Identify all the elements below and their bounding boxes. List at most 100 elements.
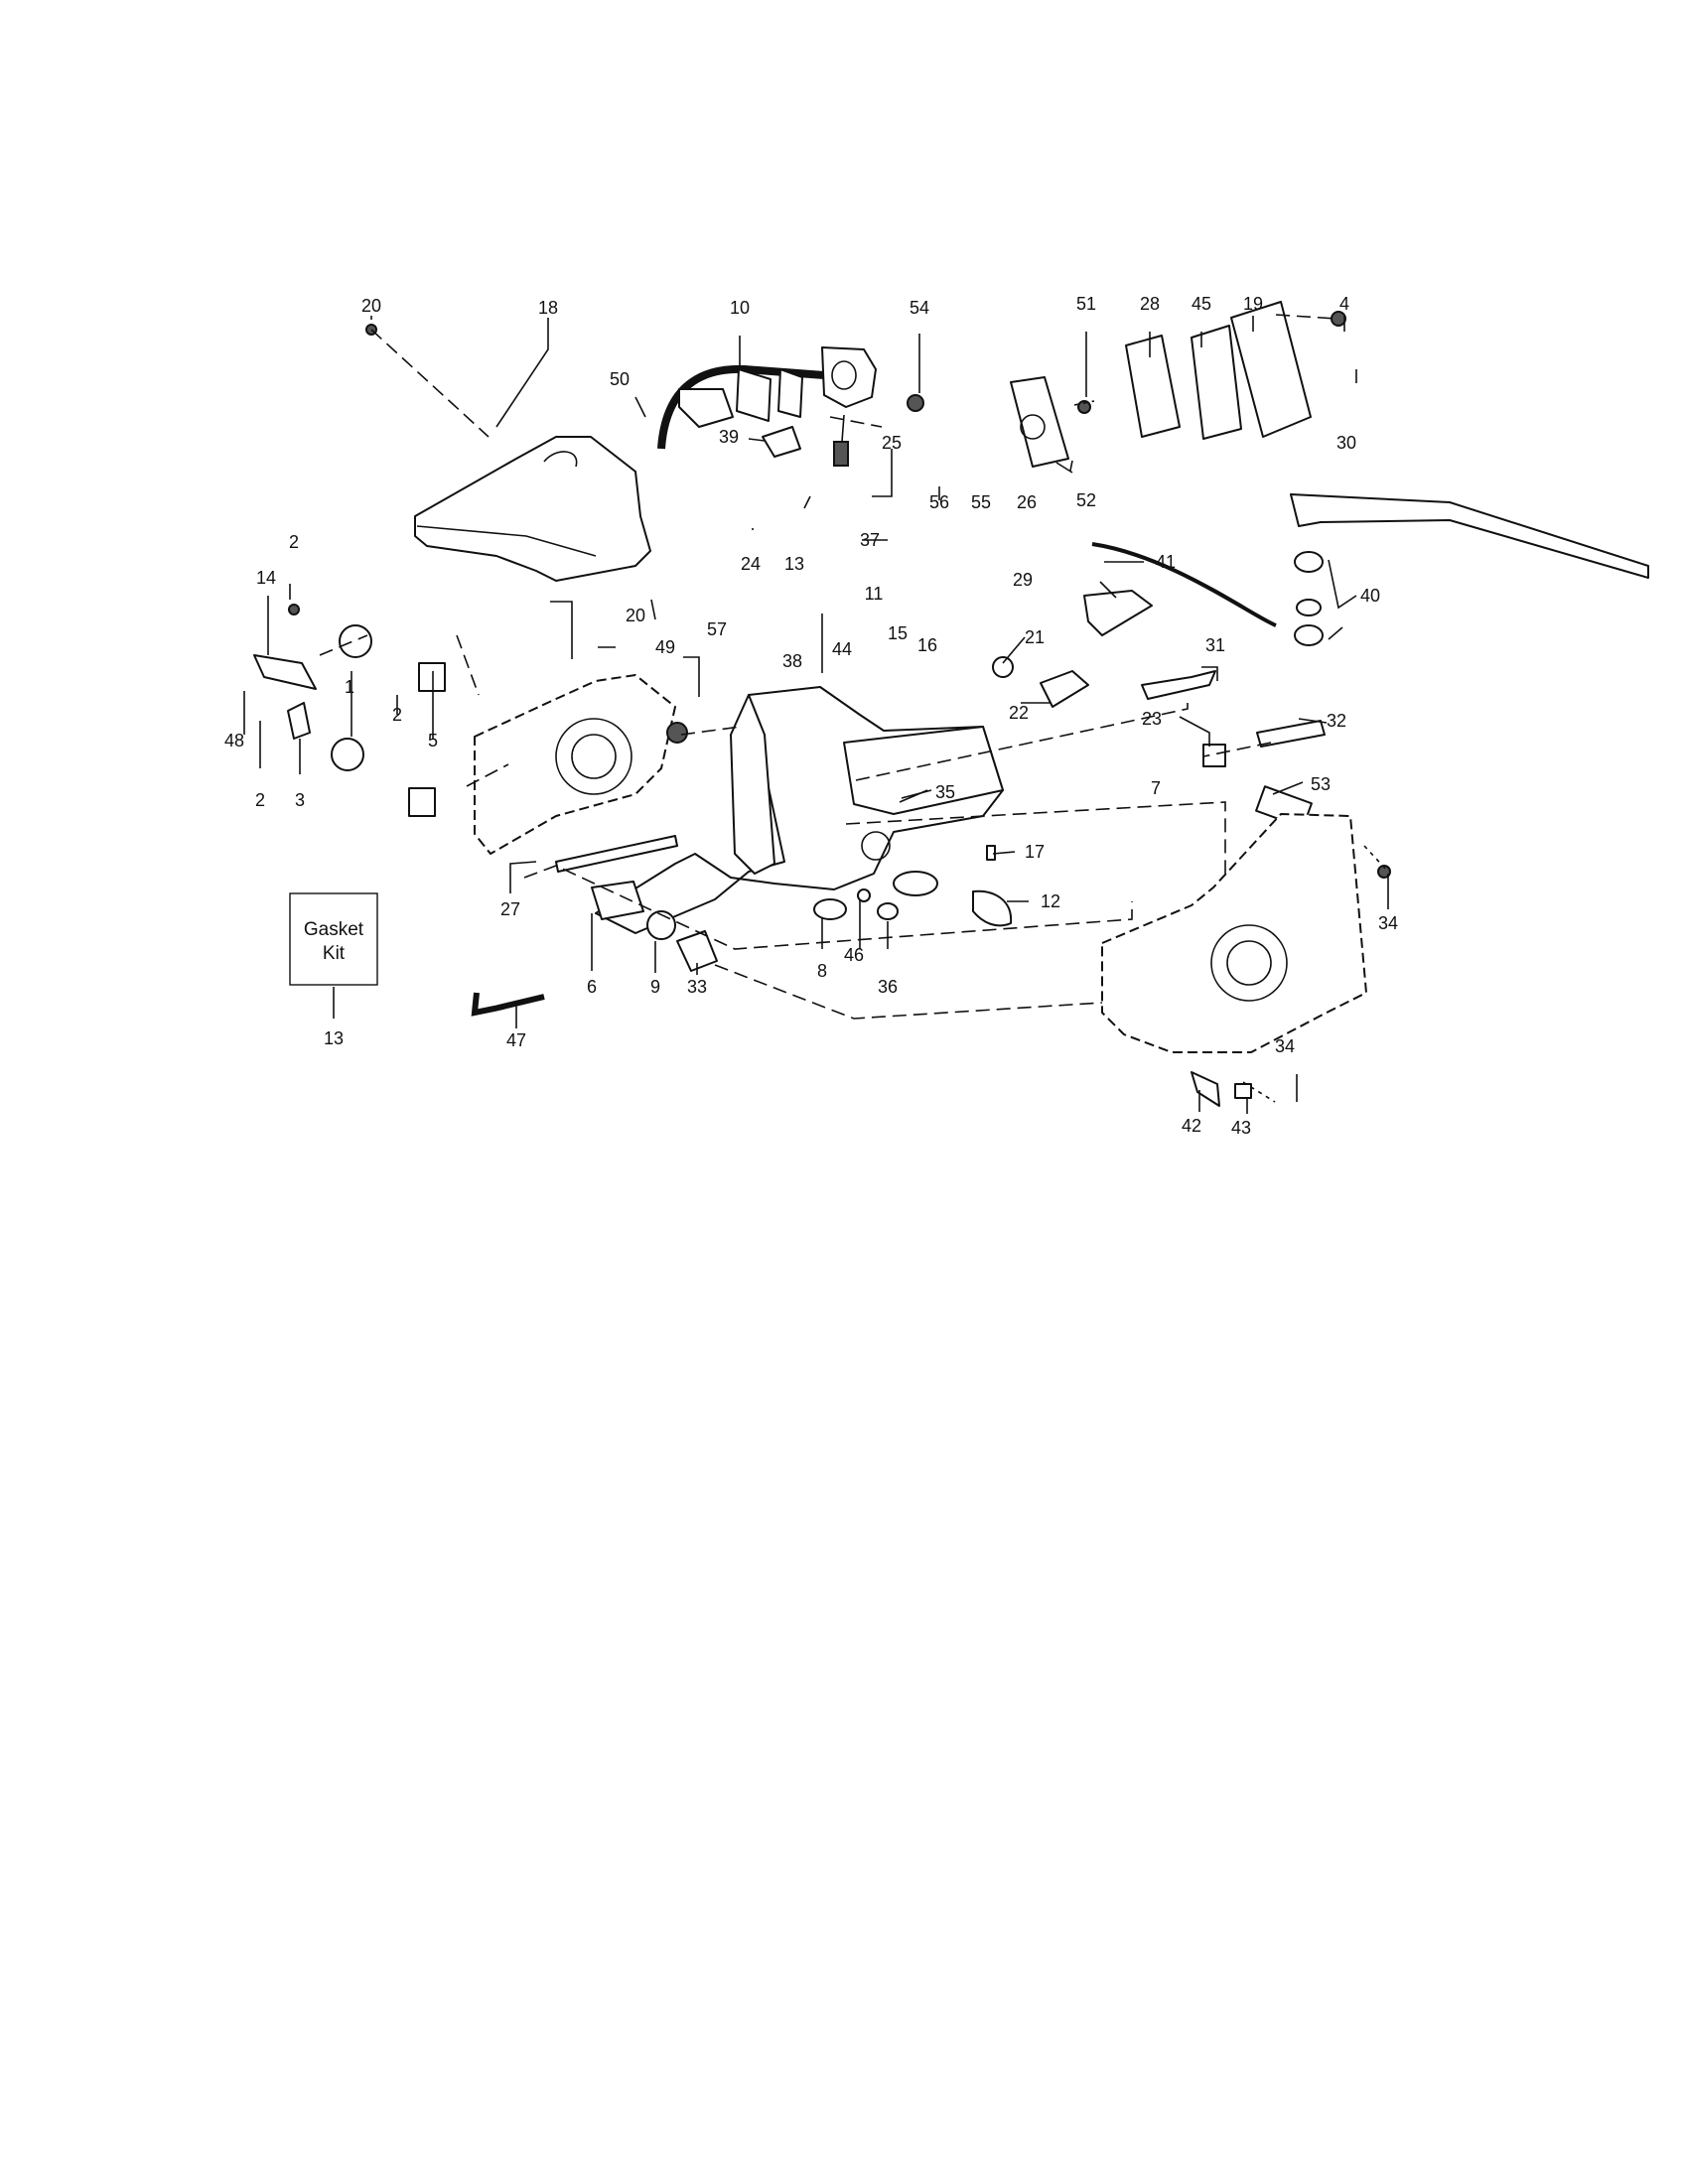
screw-34-part xyxy=(1377,865,1391,879)
callout-25: 25 xyxy=(882,433,902,453)
callout-44: 44 xyxy=(832,639,852,659)
gasket-kit-line2: Kit xyxy=(323,943,346,964)
callout-50: 50 xyxy=(610,369,630,389)
long-bolt-part xyxy=(555,835,678,873)
throttle-lock-part xyxy=(1040,670,1089,708)
callout-35: 35 xyxy=(935,782,955,802)
callout-6: 6 xyxy=(587,977,597,997)
gasket-kit-box: Gasket Kit xyxy=(289,892,378,986)
callout-27: 27 xyxy=(500,899,520,919)
spring-bumper-part xyxy=(676,930,718,972)
callout-16: 16 xyxy=(917,635,937,655)
callout-38: 38 xyxy=(782,651,802,671)
spring-part xyxy=(992,656,1014,678)
callout-48: 48 xyxy=(224,731,244,751)
air-filter-part xyxy=(1125,335,1181,438)
callout-11: 11 xyxy=(865,584,884,604)
callout-12: 12 xyxy=(1041,891,1060,911)
callout-2-c: 2 xyxy=(255,790,265,810)
damper-upper-part xyxy=(339,624,372,658)
callout-56: 56 xyxy=(929,492,949,512)
callout-22: 22 xyxy=(1009,703,1029,723)
screw-part xyxy=(857,888,871,902)
bolt-17-part xyxy=(986,845,996,861)
cap-54-part xyxy=(907,394,924,412)
nut-4-part xyxy=(1331,311,1346,327)
callout-10: 10 xyxy=(730,298,750,318)
callout-43: 43 xyxy=(1231,1118,1251,1138)
callout-9: 9 xyxy=(650,977,660,997)
fuel-pump-part xyxy=(762,426,801,458)
callout-32: 32 xyxy=(1327,711,1346,731)
callout-40: 40 xyxy=(1360,586,1380,606)
callout-18: 18 xyxy=(538,298,558,318)
plug-part xyxy=(813,898,847,920)
callout-47: 47 xyxy=(506,1030,526,1050)
bar-nut-part xyxy=(1202,744,1226,767)
callout-8: 8 xyxy=(817,961,827,981)
callout-33: 33 xyxy=(687,977,707,997)
callout-4: 4 xyxy=(1339,294,1349,314)
switch-knob-part xyxy=(1296,599,1322,616)
callout-21: 21 xyxy=(1025,627,1045,647)
top-cover-part xyxy=(414,436,651,582)
callout-31: 31 xyxy=(1205,635,1225,655)
callout-37: 37 xyxy=(860,530,880,550)
callout-20-top: 20 xyxy=(361,296,381,316)
filter-screen-part xyxy=(1191,325,1242,440)
right-crankcase-part xyxy=(1101,813,1367,1053)
gasket-kit-line1: Gasket xyxy=(304,919,364,940)
nut-43-part xyxy=(1234,1083,1252,1099)
callout-46: 46 xyxy=(844,945,864,965)
callout-24: 24 xyxy=(741,554,761,574)
callout-2-a: 2 xyxy=(289,532,299,552)
buffer-upper-part xyxy=(418,662,446,692)
callout-34-b: 34 xyxy=(1275,1036,1295,1056)
callout-51: 51 xyxy=(1076,294,1096,314)
hex-key-part xyxy=(471,992,545,1017)
oil-cap-part xyxy=(972,889,1013,927)
filter-base-part xyxy=(1010,376,1069,468)
screw-2-part xyxy=(288,604,300,615)
callout-5: 5 xyxy=(428,731,438,751)
callout-52: 52 xyxy=(1076,490,1096,510)
throttle-rod-part xyxy=(1141,670,1216,700)
hook-part xyxy=(287,702,311,740)
bracket-part xyxy=(253,654,317,690)
callout-7: 7 xyxy=(1151,778,1161,798)
callout-39: 39 xyxy=(719,427,739,447)
cap-49-part xyxy=(666,722,688,744)
callout-28: 28 xyxy=(1140,294,1160,314)
screw-51-part xyxy=(1077,400,1091,414)
callout-53: 53 xyxy=(1311,774,1331,794)
callout-54: 54 xyxy=(910,298,929,318)
buffer-lower-part xyxy=(408,787,436,817)
switch-part xyxy=(1294,551,1324,573)
cap-seal-part xyxy=(893,871,938,896)
bar-bolt-part xyxy=(1256,720,1326,748)
bar-plate-part xyxy=(1191,1071,1220,1107)
callout-57: 57 xyxy=(707,619,727,639)
callout-13-b: 13 xyxy=(324,1028,344,1048)
callout-34-a: 34 xyxy=(1378,913,1398,933)
tube-part xyxy=(591,881,644,920)
ignition-wire-part xyxy=(1091,542,1277,627)
intake-flange-part xyxy=(678,388,734,428)
callout-29: 29 xyxy=(1013,570,1033,590)
grommet-part xyxy=(877,902,899,920)
callout-15: 15 xyxy=(888,623,908,643)
trigger-part xyxy=(1083,590,1153,636)
callout-30: 30 xyxy=(1336,433,1356,453)
callout-1: 1 xyxy=(345,677,354,697)
switch-base-part xyxy=(1294,624,1324,646)
insulator-part xyxy=(736,368,772,422)
callout-2-b: 2 xyxy=(392,705,402,725)
damper-lower-part xyxy=(331,738,364,771)
callout-20-b: 20 xyxy=(626,606,645,625)
left-crankcase-part xyxy=(474,674,676,855)
chain-guard-strip-part xyxy=(1290,493,1649,579)
callout-45: 45 xyxy=(1192,294,1211,314)
carb-gasket-part xyxy=(777,368,803,418)
